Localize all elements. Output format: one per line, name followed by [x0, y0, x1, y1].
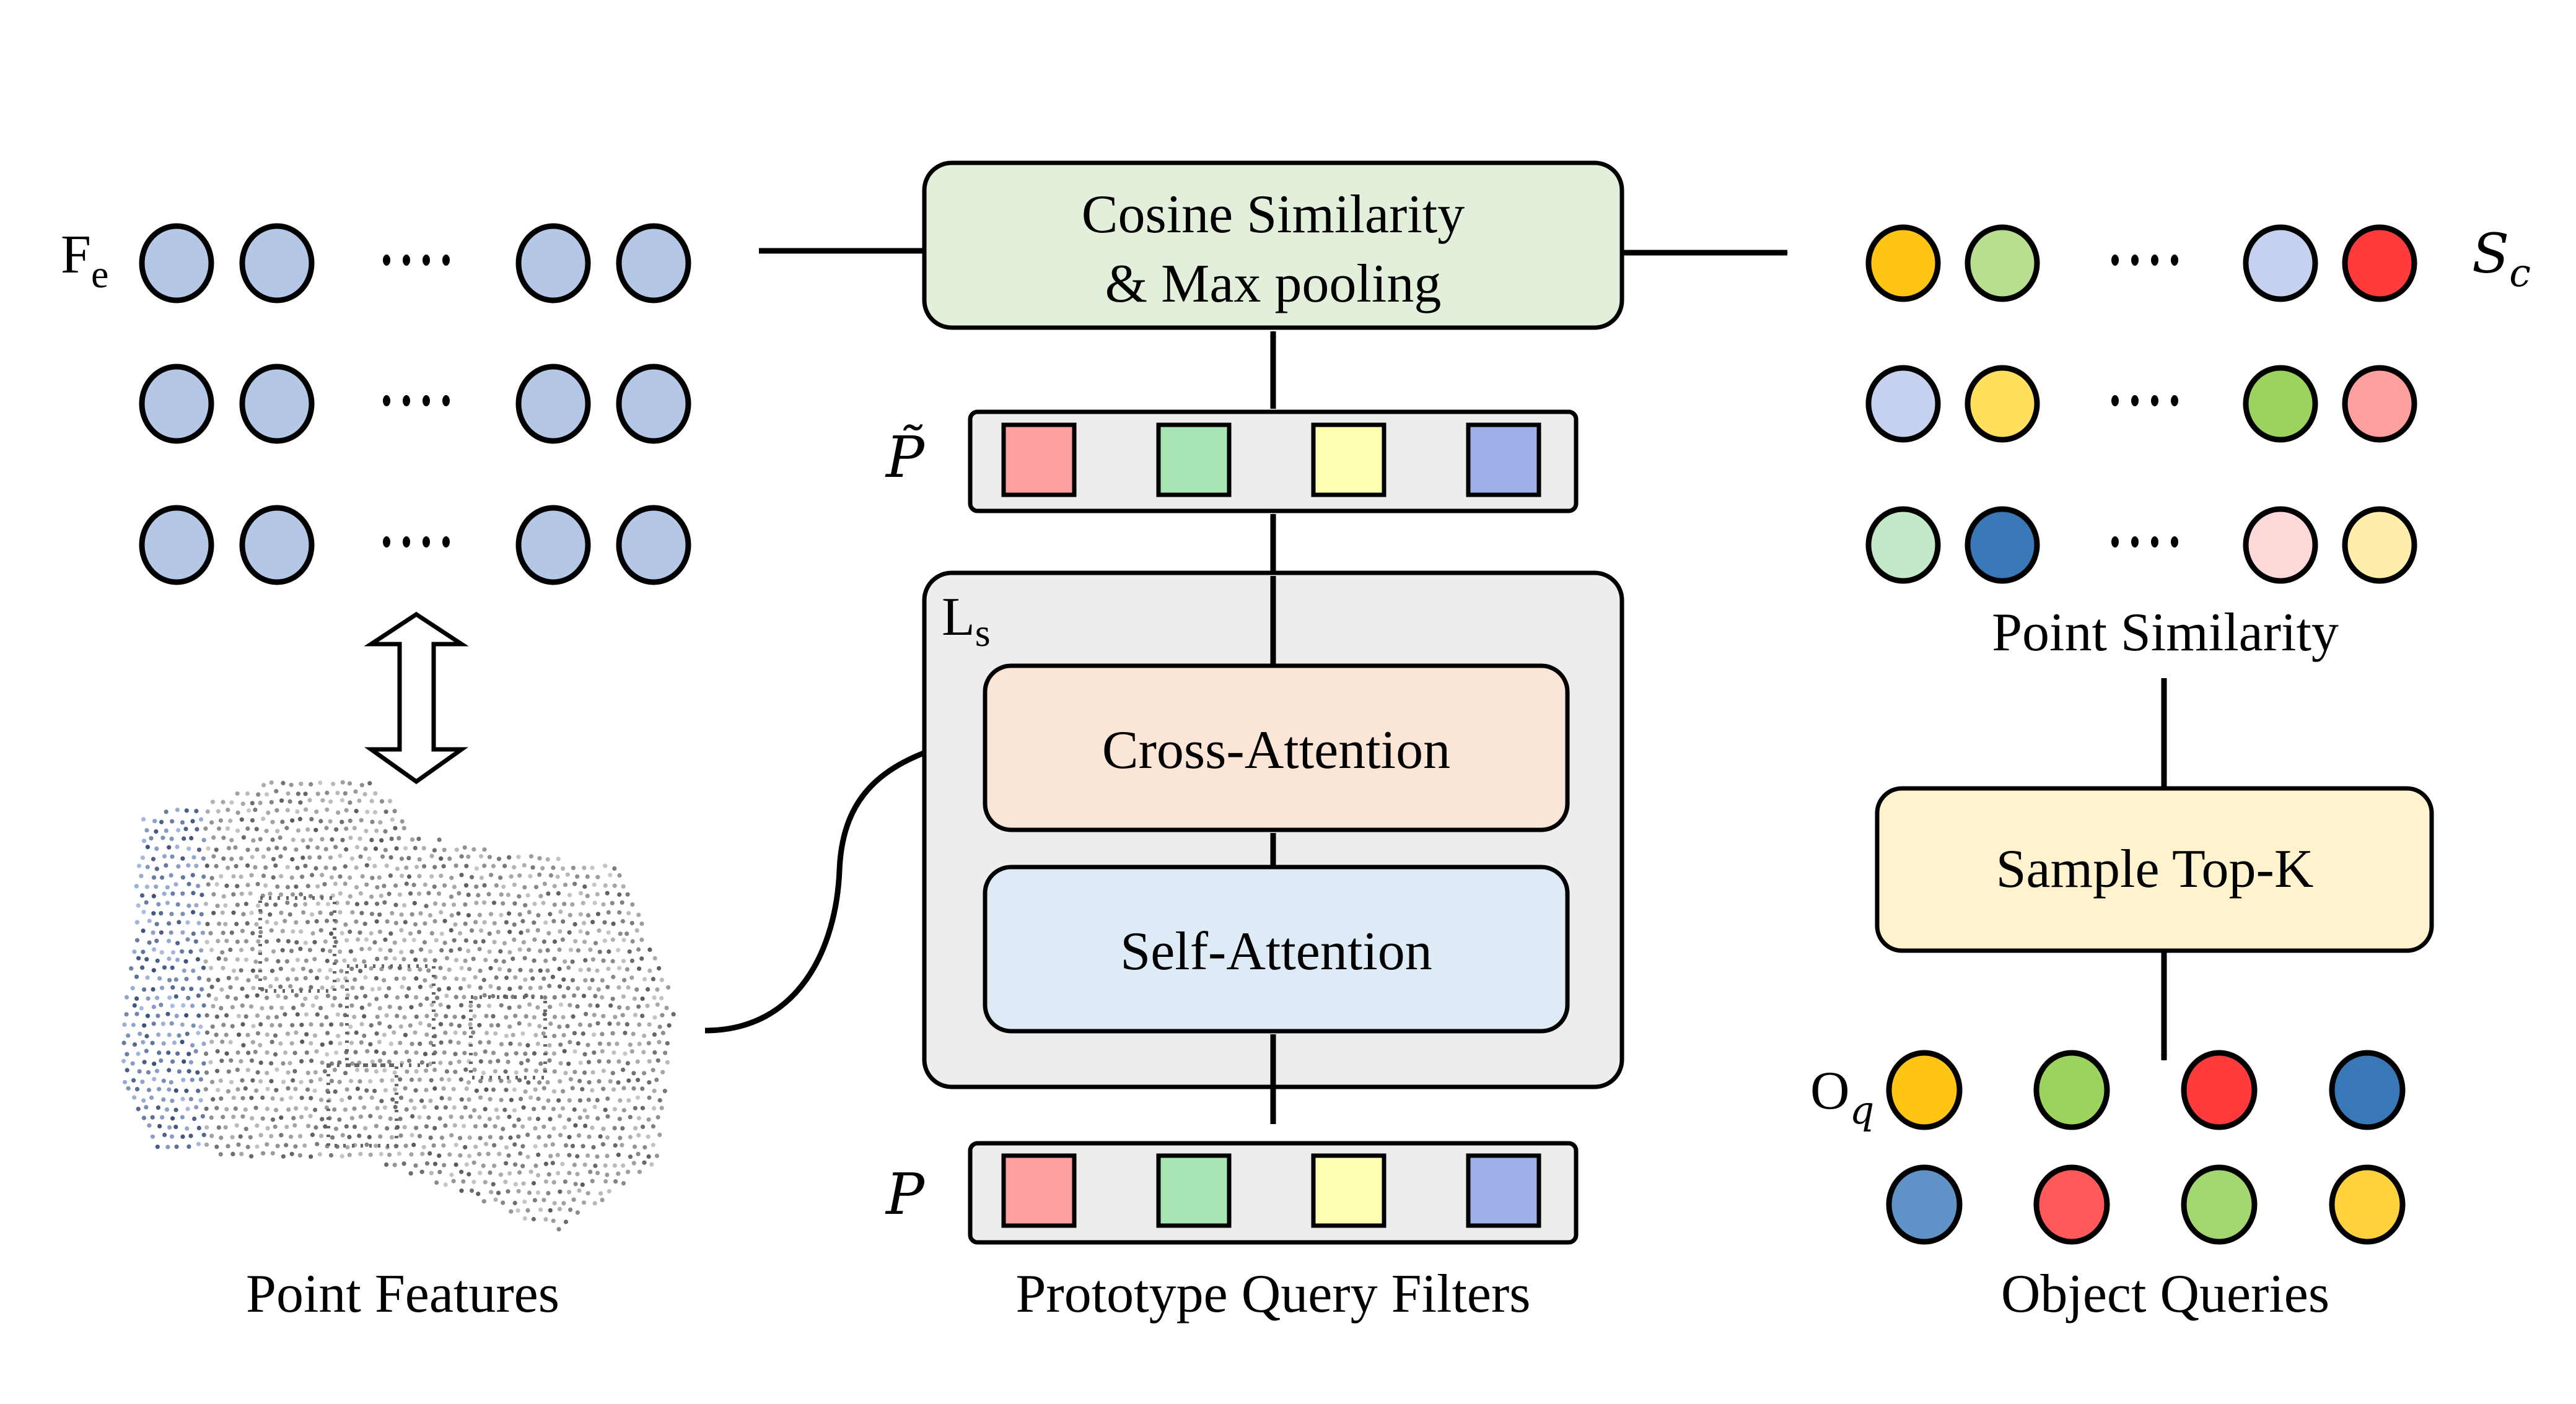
feature-point	[616, 364, 691, 444]
ellipsis-dots	[383, 536, 450, 547]
point-similarity-caption: Point Similarity	[1992, 603, 2339, 663]
ellipsis-dots	[2111, 395, 2178, 406]
feature-point	[239, 505, 315, 585]
similarity-point	[2243, 506, 2318, 584]
object-query	[1886, 1164, 1963, 1245]
similarity-point	[2243, 365, 2318, 443]
point-features-caption: Point Features	[246, 1264, 559, 1324]
point-features-grid	[139, 223, 691, 585]
object-query	[2181, 1050, 2258, 1130]
object-query	[2329, 1164, 2406, 1245]
feature-point	[515, 364, 591, 444]
point-cloud-image	[121, 780, 676, 1232]
similarity-point	[1965, 224, 2040, 302]
similarity-point	[1965, 506, 2040, 584]
transformer-layer-box	[922, 570, 1624, 1124]
prototype-filter	[1156, 422, 1232, 497]
self-attention-block: Self-Attention	[983, 865, 1570, 1034]
cosine-box-line2: & Max pooling	[1105, 254, 1442, 314]
oq-symbol: Oq	[1810, 1061, 1874, 1133]
object-query	[2033, 1050, 2110, 1130]
prototype-filter	[1466, 422, 1541, 497]
prototype-query-filters-caption: Prototype Query Filters	[1015, 1264, 1530, 1324]
cross-attention-label: Cross-Attention	[1102, 720, 1450, 780]
feature-point	[616, 223, 691, 303]
p-symbol: P	[885, 1161, 926, 1227]
feature-point	[616, 505, 691, 585]
object-queries-caption: Object Queries	[2001, 1264, 2329, 1324]
similarity-point	[2342, 506, 2417, 584]
point-similarity-grid	[1865, 224, 2417, 584]
cross-attention-block: Cross-Attention	[983, 663, 1570, 832]
feature-point	[239, 364, 315, 444]
ls-symbol: Ls	[942, 587, 991, 655]
similarity-point	[1865, 224, 1941, 302]
feature-point	[239, 223, 315, 303]
p-filters	[968, 1141, 1579, 1245]
cosine-similarity-box: Cosine Similarity & Max pooling	[922, 160, 1624, 330]
prototype-filter	[1156, 1153, 1232, 1228]
ellipsis-dots	[2111, 536, 2178, 547]
prototype-filter	[1001, 1153, 1077, 1228]
similarity-point	[2342, 365, 2417, 443]
prototype-filter	[1001, 422, 1077, 497]
fe-symbol: Fe	[61, 225, 108, 296]
sample-topk-box: Sample Top-K	[1875, 786, 2434, 953]
object-query	[2033, 1164, 2110, 1245]
p-tilde-filters	[968, 409, 1579, 513]
feature-point	[515, 223, 591, 303]
ellipsis-dots	[383, 255, 450, 266]
similarity-point	[1865, 365, 1941, 443]
feature-point	[139, 505, 214, 585]
feature-point	[515, 505, 591, 585]
similarity-point	[2243, 224, 2318, 302]
object-query	[2181, 1164, 2258, 1245]
prototype-filter	[1311, 422, 1387, 497]
object-query	[2329, 1050, 2406, 1130]
similarity-point	[1865, 506, 1941, 584]
object-queries-grid	[1886, 1050, 2406, 1245]
prototype-filter	[1466, 1153, 1541, 1228]
bidirectional-arrow-icon	[364, 611, 469, 785]
similarity-point	[2342, 224, 2417, 302]
ellipsis-dots	[2111, 255, 2178, 266]
cosine-box-line1: Cosine Similarity	[1082, 185, 1465, 245]
p-tilde-symbol: P̃	[885, 424, 926, 491]
ellipsis-dots	[383, 395, 450, 406]
self-attention-label: Self-Attention	[1120, 922, 1432, 982]
feature-point	[139, 364, 214, 444]
object-query	[1886, 1050, 1963, 1130]
sample-topk-label: Sample Top-K	[1996, 839, 2314, 899]
features-to-cross-attention-arrow	[704, 739, 958, 1034]
sc-symbol: Sc	[2472, 222, 2531, 295]
feature-point	[139, 223, 214, 303]
similarity-point	[1965, 365, 2040, 443]
prototype-filter	[1311, 1153, 1387, 1228]
